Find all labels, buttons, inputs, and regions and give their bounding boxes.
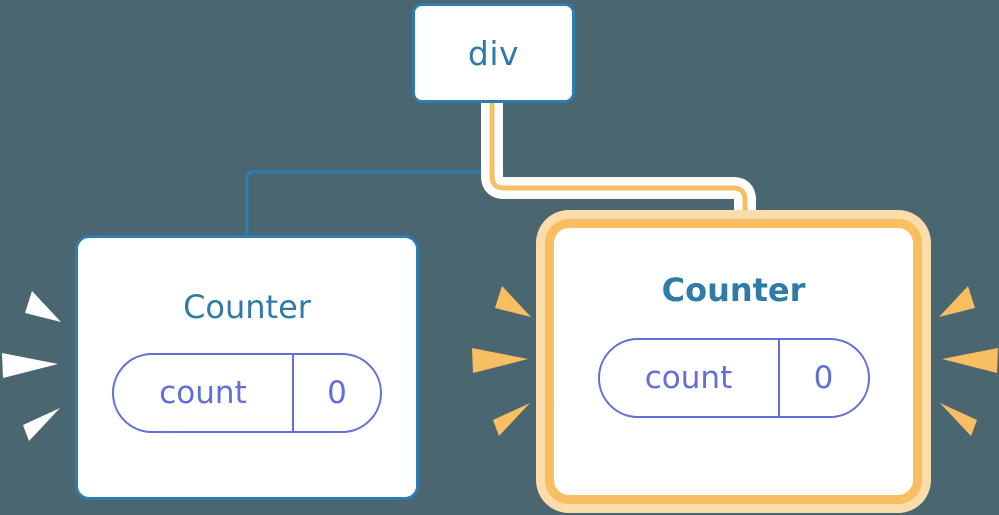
node-root-div[interactable]: div [412, 3, 575, 103]
state-value-right: 0 [777, 340, 868, 416]
edge-root-to-counter-left [245, 100, 494, 240]
state-value-left: 0 [292, 355, 380, 431]
node-counter-right[interactable]: Counter count 0 [545, 219, 922, 504]
state-key-left: count [159, 374, 247, 411]
state-pill-right: count 0 [597, 338, 870, 418]
state-pill-left: count 0 [112, 353, 382, 433]
state-key-right: count [644, 359, 733, 396]
edge-root-to-counter-right [489, 100, 748, 232]
node-counter-right-label: Counter [661, 271, 806, 309]
node-counter-left[interactable]: Counter count 0 [75, 235, 419, 500]
node-root-div-label: div [467, 33, 520, 73]
edge-root-to-counter-right-casing [481, 100, 756, 232]
node-counter-left-label: Counter [183, 288, 311, 326]
